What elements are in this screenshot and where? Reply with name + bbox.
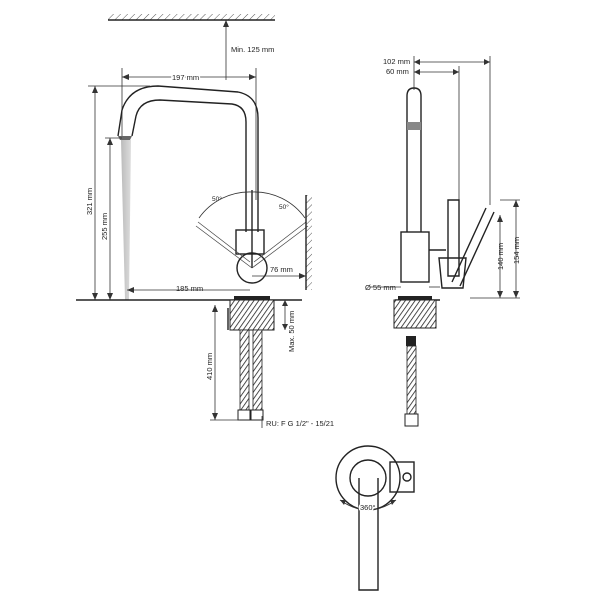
angle-arc-left bbox=[198, 191, 253, 219]
mounting-nut bbox=[229, 299, 275, 331]
side-lever-stem bbox=[447, 199, 460, 277]
side-lever-tilted bbox=[451, 207, 487, 283]
lever-left bbox=[195, 225, 253, 269]
mounting-plate bbox=[234, 296, 270, 300]
min-clearance-label: Min. 125 mm bbox=[231, 45, 274, 54]
side-spout-mark bbox=[407, 122, 421, 130]
top-lever-block bbox=[389, 461, 415, 493]
side-body bbox=[400, 231, 430, 283]
width-102-label: 102 mm bbox=[383, 57, 410, 66]
side-hose bbox=[406, 345, 417, 415]
diameter-55-label: Ø 55 mm bbox=[365, 283, 396, 292]
side-mounting-nut bbox=[393, 299, 437, 329]
top-lever-pin bbox=[402, 472, 412, 482]
side-hose-fitting bbox=[404, 413, 419, 427]
max-50-label: Max. 50 mm bbox=[287, 311, 296, 352]
lever-left-2 bbox=[197, 221, 251, 263]
side-lever-tilted-2 bbox=[459, 211, 495, 287]
height-140-label: 140 mm bbox=[496, 243, 505, 270]
hose-fitting-left bbox=[237, 409, 251, 421]
angle-arc-right bbox=[251, 191, 306, 219]
dist-185-label: 185 mm bbox=[176, 284, 203, 293]
rotation-arc bbox=[339, 499, 397, 511]
height-410-label: 410 mm bbox=[205, 353, 214, 380]
lever-right bbox=[251, 225, 309, 269]
width-60-label: 60 mm bbox=[386, 67, 409, 76]
mixer-body bbox=[235, 229, 265, 255]
wall-hatch bbox=[306, 195, 312, 290]
ceiling-hatch bbox=[108, 14, 275, 20]
top-base-inner bbox=[349, 459, 387, 497]
front-view: Min. 125 mm 197 mm 321 mm 255 mm bbox=[76, 14, 334, 428]
dist-76-label: 76 mm bbox=[270, 265, 293, 274]
side-spout bbox=[406, 87, 422, 232]
thread-label: RU: F G 1/2" - 15/21 bbox=[266, 419, 334, 428]
hose-fitting-right bbox=[250, 409, 264, 421]
side-fitting-top bbox=[406, 336, 416, 346]
water-stream bbox=[121, 140, 131, 300]
side-mounting-plate bbox=[398, 296, 432, 300]
width-197-label: 197 mm bbox=[172, 73, 199, 82]
side-view: 102 mm 60 mm Ø 55 mm 140 mm 154 mm bbox=[365, 56, 521, 427]
aerator bbox=[118, 136, 132, 140]
height-154-label: 154 mm bbox=[512, 237, 521, 264]
lever-right-2 bbox=[253, 221, 307, 263]
angle-right-label: 50° bbox=[279, 203, 289, 211]
angle-left-label: 50° bbox=[212, 195, 222, 203]
rotation-360-label: 360° bbox=[360, 503, 376, 512]
hose-right bbox=[252, 329, 263, 413]
side-lever-knob bbox=[438, 257, 467, 289]
top-view: 360° bbox=[335, 445, 415, 591]
height-321-label: 321 mm bbox=[85, 188, 94, 215]
hose-left bbox=[239, 329, 250, 413]
spout bbox=[117, 85, 259, 232]
height-255-label: 255 mm bbox=[100, 213, 109, 240]
top-spout bbox=[358, 478, 379, 591]
